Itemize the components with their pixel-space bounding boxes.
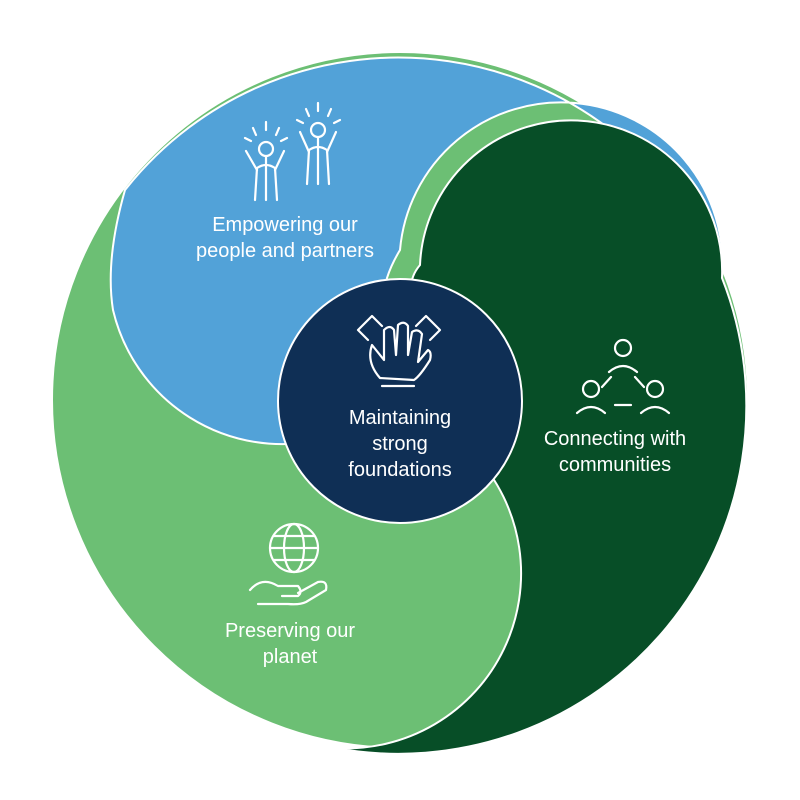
planet-label-line1: Preserving our (224, 620, 356, 642)
foundations-label-line3: foundations (348, 459, 452, 481)
people-label-line1: Empowering our (212, 214, 358, 236)
hand-raise-icon (356, 314, 442, 388)
communities-label-line2: communities (558, 454, 672, 476)
foundations-segment (277, 278, 523, 524)
planet-label: Preserving our planet (170, 618, 410, 670)
foundations-label-line1: Maintaining (348, 407, 452, 429)
communities-segment (334, 119, 748, 755)
people-label: Empowering our people and partners (150, 212, 420, 264)
foundations-label: Maintaining strong foundations (300, 405, 500, 483)
people-segment (109, 56, 724, 446)
communities-label-line1: Connecting with (543, 428, 687, 450)
cheering-people-icon (243, 101, 342, 202)
communities-label: Connecting with communities (505, 426, 725, 478)
planet-label-line2: planet (262, 646, 318, 668)
people-label-line2: people and partners (196, 240, 374, 262)
globe-in-hand-icon (248, 522, 328, 606)
foundations-label-line2: strong (372, 433, 428, 455)
connected-people-icon (575, 338, 671, 415)
